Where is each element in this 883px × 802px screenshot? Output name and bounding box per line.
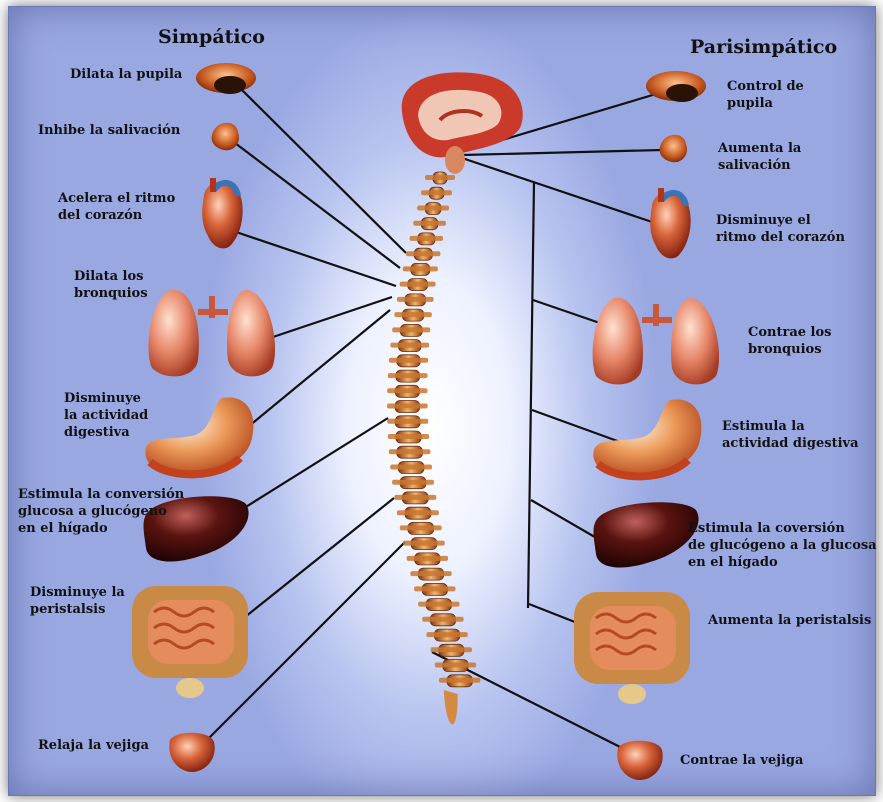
symp-intestine [132, 586, 248, 698]
para-liver [594, 502, 699, 567]
sympathetic-header: Simpático [158, 26, 265, 48]
para-label-digest: Estimula la actividad digestiva [722, 418, 859, 452]
vertebra-process [414, 586, 455, 591]
vertebra-process [394, 312, 431, 317]
symp-salivary-gland [212, 123, 239, 151]
vertebra-process [410, 236, 444, 241]
vertebra-process [392, 480, 434, 485]
vertebra-process [389, 449, 431, 454]
vertebra-process [422, 617, 463, 622]
para-salivary-gland [660, 135, 687, 163]
symp-bladder [169, 733, 214, 772]
vertebra-process [425, 175, 455, 180]
symp-label-saliva: Inhibe la salivación [38, 122, 180, 139]
symp-label-intestine: Disminuye la peristalsis [30, 584, 125, 618]
vertebra-process [390, 343, 429, 348]
spinal-column [387, 172, 480, 724]
connector-para-saliva [462, 150, 662, 155]
vertebra-process [403, 541, 445, 546]
symp-stomach [145, 397, 253, 474]
symp-label-lungs: Dilata los bronquios [74, 268, 148, 302]
para-label-liver: Estimula la coversión de glucógeno a la … [688, 520, 877, 571]
vertebra-process [397, 297, 434, 302]
connector-symp-heart [236, 232, 396, 286]
vertebra-process [403, 266, 438, 271]
connector-symp-lungs [264, 297, 392, 340]
vertebra-process [397, 510, 439, 515]
vertebra-process [431, 647, 472, 652]
symp-lungs [149, 290, 275, 377]
connector-symp-pupil [240, 88, 406, 253]
vertebra-process [390, 465, 432, 470]
parasympathetic-header: Parisimpático [690, 36, 837, 58]
para-label-lungs: Contrae los bronquios [748, 324, 831, 358]
para-eye [646, 71, 706, 102]
para-label-intestine: Aumenta la peristalsis [708, 612, 871, 629]
symp-label-bladder: Relaja la vejiga [38, 737, 149, 754]
symp-label-pupil: Dilata la pupila [70, 66, 182, 83]
connector-para-vertical [528, 182, 534, 608]
vertebra-process [407, 556, 449, 561]
para-intestine [574, 592, 690, 704]
para-lungs [593, 298, 719, 385]
brain [402, 72, 523, 174]
vertebra-process [413, 221, 446, 226]
vertebra-process [426, 632, 467, 637]
symp-heart [202, 178, 242, 248]
vertebra-process [389, 358, 428, 363]
symp-eye [196, 63, 256, 94]
vertebra-process [435, 663, 476, 668]
vertebra-process [410, 571, 451, 576]
para-heart [650, 188, 690, 258]
connector-para-heart [462, 158, 658, 224]
symp-label-digest: Disminuye la actividad digestiva [64, 390, 148, 441]
vertebra-process [387, 419, 428, 424]
sacrum [444, 690, 458, 724]
para-label-heart: Disminuye el ritmo del corazón [716, 212, 845, 246]
para-label-pupil: Control de pupila [727, 78, 804, 112]
vertebra-process [418, 602, 459, 607]
para-label-saliva: Aumenta la salivación [718, 140, 801, 174]
vertebra-process [417, 206, 449, 211]
symp-label-heart: Acelera el ritmo del corazón [58, 190, 175, 224]
connector-para-liver [531, 500, 600, 540]
vertebra-process [394, 495, 436, 500]
vertebra-process [387, 404, 428, 409]
para-label-bladder: Contrae la vejiga [680, 752, 803, 769]
vertebra-process [439, 678, 480, 683]
connector-symp-intestine [245, 498, 394, 617]
vertebra-process [406, 251, 440, 256]
vertebra-process [400, 282, 436, 287]
para-bladder [617, 741, 662, 780]
vertebra-process [388, 434, 429, 439]
vertebra-process [392, 327, 430, 332]
vertebra-process [387, 388, 427, 393]
symp-label-liver: Estimula la conversión glucosa a glucóge… [18, 486, 184, 537]
vertebra-process [400, 525, 442, 530]
vertebra-process [421, 190, 452, 195]
vertebra-process [388, 373, 428, 378]
connector-symp-saliva [235, 143, 400, 268]
